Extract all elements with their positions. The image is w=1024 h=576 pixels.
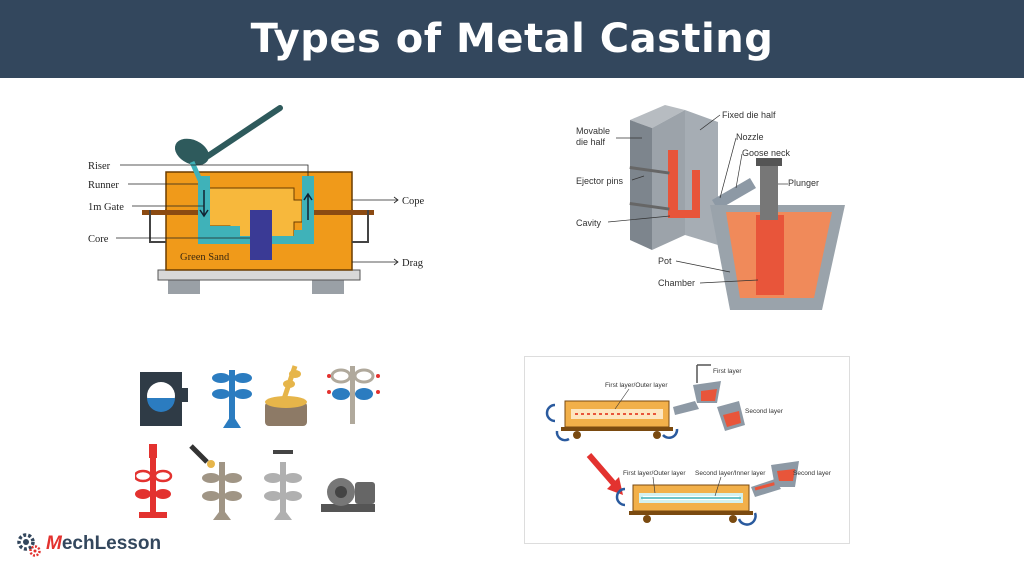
ejector-pin-2 — [629, 202, 670, 211]
label-fixed-die: Fixed die half — [722, 110, 776, 120]
logo-text: echLesson — [61, 533, 162, 554]
label-second-layer-bottom: Second layer — [793, 470, 832, 477]
ladle-cup — [174, 138, 210, 166]
label-ejector: Ejector pins — [576, 176, 624, 186]
title-banner: Types of Metal Casting — [0, 0, 1024, 78]
ladle-handle — [205, 105, 283, 159]
label-core: Core — [88, 234, 109, 245]
gear-icon — [17, 533, 41, 557]
label-green-sand: Green Sand — [180, 252, 230, 263]
cut-off-icon — [264, 450, 302, 520]
leader-ejector — [631, 175, 645, 181]
label-cope: Cope — [402, 196, 425, 207]
movable-die-block — [630, 105, 685, 128]
base-block-right — [312, 280, 344, 294]
leader-first-outer-top — [614, 388, 630, 410]
leader-chamber — [699, 279, 759, 284]
rotation-arrow-top-right — [662, 428, 679, 439]
label-second-layer-top: Second layer — [745, 408, 784, 415]
logo-wordmark: MechLesson — [46, 533, 161, 555]
rotation-arrow-bottom-right — [737, 512, 757, 526]
base-block-left — [168, 280, 200, 294]
trough-metal-bottom — [754, 481, 778, 491]
goose-neck — [712, 178, 756, 210]
ladle-top-2-metal — [723, 411, 741, 427]
rotation-arrow-top-left — [545, 403, 556, 423]
roller-bottom-1 — [643, 515, 651, 523]
die-casting-diagram: Movable die half Fixed die half Nozzle G… — [560, 100, 860, 325]
hanger-top — [696, 364, 711, 383]
label-drag: Drag — [402, 258, 424, 269]
investment-casting-icons — [135, 358, 395, 528]
label-movable-2: die half — [576, 137, 606, 147]
die-cavity — [668, 150, 700, 218]
centrifugal-casting-diagram: First layer First layer/Outer layer Seco… — [524, 356, 850, 544]
knockout-icon — [189, 444, 242, 520]
flow-arrow-up — [303, 192, 313, 220]
leader-first-outer-bottom — [652, 476, 656, 494]
wax-tree-icon — [212, 370, 252, 428]
logo-prefix: M — [46, 533, 62, 554]
mechlesson-logo: MechLesson — [14, 526, 184, 562]
roller-bottom-2 — [729, 515, 737, 523]
core-block — [250, 210, 272, 260]
label-first-outer-top: First layer/Outer layer — [605, 382, 668, 389]
label-runner: Runner — [88, 180, 119, 191]
plunger-rod — [760, 162, 778, 220]
ejector-pin-1 — [629, 166, 670, 175]
leader-pot — [675, 260, 731, 273]
sprue-channel — [198, 176, 240, 240]
mold-top-base — [561, 427, 673, 431]
leader-cavity — [607, 215, 671, 223]
ladle-bottom-metal — [777, 469, 795, 481]
sand-casting-diagram: Green Sand Riser Runner 1m Gate Core Cop… — [80, 90, 440, 305]
dewax-icon — [327, 366, 380, 424]
page-title: Types of Metal Casting — [250, 16, 774, 62]
label-first-outer-bottom: First layer/Outer layer — [623, 470, 686, 477]
chamber — [756, 215, 784, 295]
pour-metal-icon — [135, 444, 173, 518]
slurry-dip-icon — [265, 365, 307, 426]
label-cavity: Cavity — [576, 218, 602, 228]
label-plunger: Plunger — [788, 178, 819, 188]
plunger-cap — [756, 158, 782, 166]
handle-right — [352, 210, 369, 243]
leader-fixed — [699, 114, 721, 131]
roller-top-2 — [653, 431, 661, 439]
leader-cope — [352, 196, 399, 204]
roller-top-1 — [573, 431, 581, 439]
pour-trough-top — [673, 401, 699, 415]
label-second-inner: Second layer/Inner layer — [695, 470, 766, 477]
riser-channel — [294, 176, 314, 240]
label-first-layer-top: First layer — [713, 368, 742, 375]
rotation-arrow-bottom-left — [615, 487, 626, 507]
finishing-grinder-icon — [321, 478, 375, 512]
label-movable-1: Movable — [576, 126, 610, 136]
flow-arrow-down — [199, 190, 209, 218]
label-chamber: Chamber — [658, 278, 695, 288]
mold-bottom-base — [629, 511, 753, 515]
label-gate: 1m Gate — [88, 202, 124, 213]
label-riser: Riser — [88, 161, 111, 172]
leader-drag — [352, 258, 399, 266]
label-nozzle: Nozzle — [736, 132, 764, 142]
transition-arrow — [586, 453, 618, 487]
wax-injection-icon — [140, 372, 188, 426]
leader-nozzle — [719, 137, 737, 199]
leader-goose — [735, 153, 743, 189]
movable-die-face — [630, 120, 652, 250]
leader-riser — [120, 164, 309, 176]
leader-second-inner — [714, 476, 722, 497]
rotation-arrow-top-left-2 — [555, 430, 570, 442]
bottom-board — [157, 269, 361, 281]
label-pot: Pot — [658, 256, 672, 266]
ladle-top-1-metal — [701, 389, 717, 401]
label-goose-neck: Goose neck — [742, 148, 791, 158]
handle-left — [149, 210, 166, 243]
fixed-die-front — [685, 110, 718, 245]
